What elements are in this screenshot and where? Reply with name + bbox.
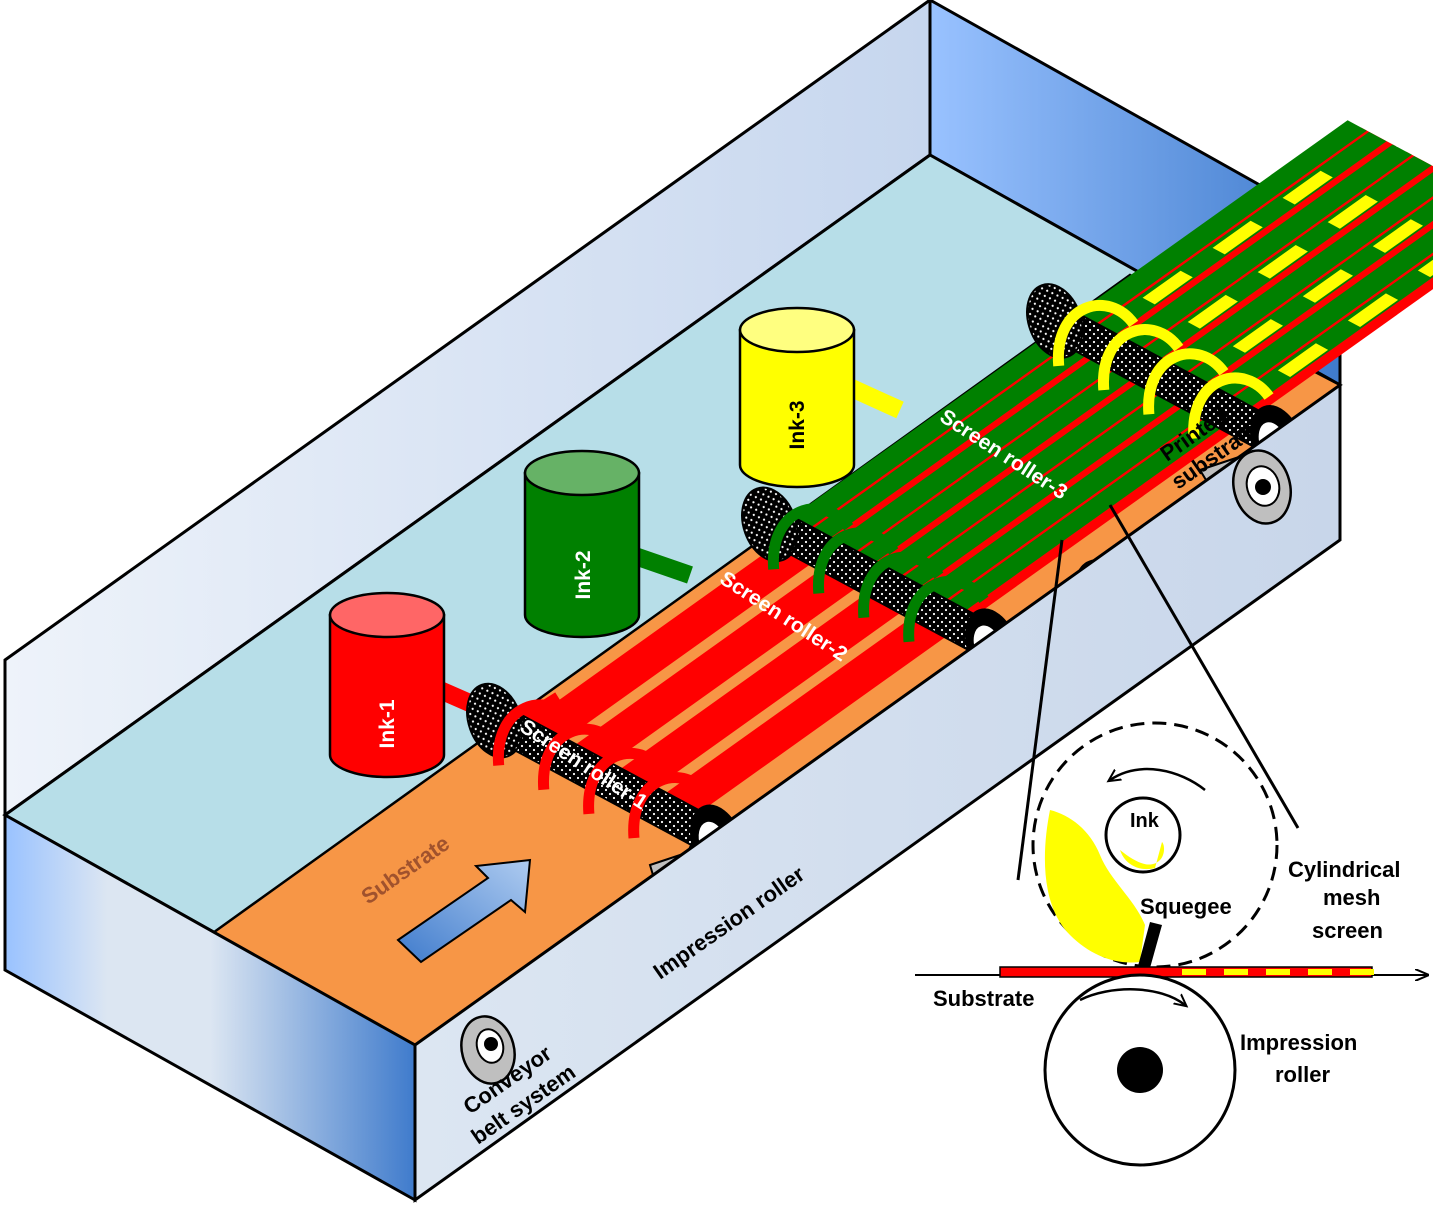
inset-ink-label: Ink	[1130, 810, 1160, 832]
ink-2-label: Ink-2	[572, 550, 595, 599]
inset-mesh-label-line1: Cylindrical	[1288, 857, 1400, 882]
inset-yellow-dash	[1182, 969, 1206, 975]
inset-impression-axle	[1117, 1047, 1163, 1093]
inset-yellow-dash	[1350, 969, 1374, 975]
ink-1-label: Ink-1	[376, 699, 399, 748]
inset-squeegee-label: Squegee	[1140, 894, 1232, 919]
inset-yellow-dash	[1224, 969, 1248, 975]
ink-tank-3-top	[740, 308, 854, 352]
ink-tank-2-top	[525, 451, 639, 495]
ink-3-label: Ink-3	[786, 400, 809, 449]
inset-impression-label-line1: Impression	[1240, 1030, 1357, 1055]
inset-yellow-dash	[1266, 969, 1290, 975]
inset-impression-label-line2: roller	[1275, 1062, 1330, 1087]
inset-mesh-label-line3: screen	[1312, 918, 1383, 943]
inset-substrate-label: Substrate	[933, 986, 1034, 1011]
inset-mesh-label-line2: mesh	[1323, 885, 1380, 910]
inset-yellow-dash	[1308, 969, 1332, 975]
ink-tank-1-top	[330, 593, 444, 637]
